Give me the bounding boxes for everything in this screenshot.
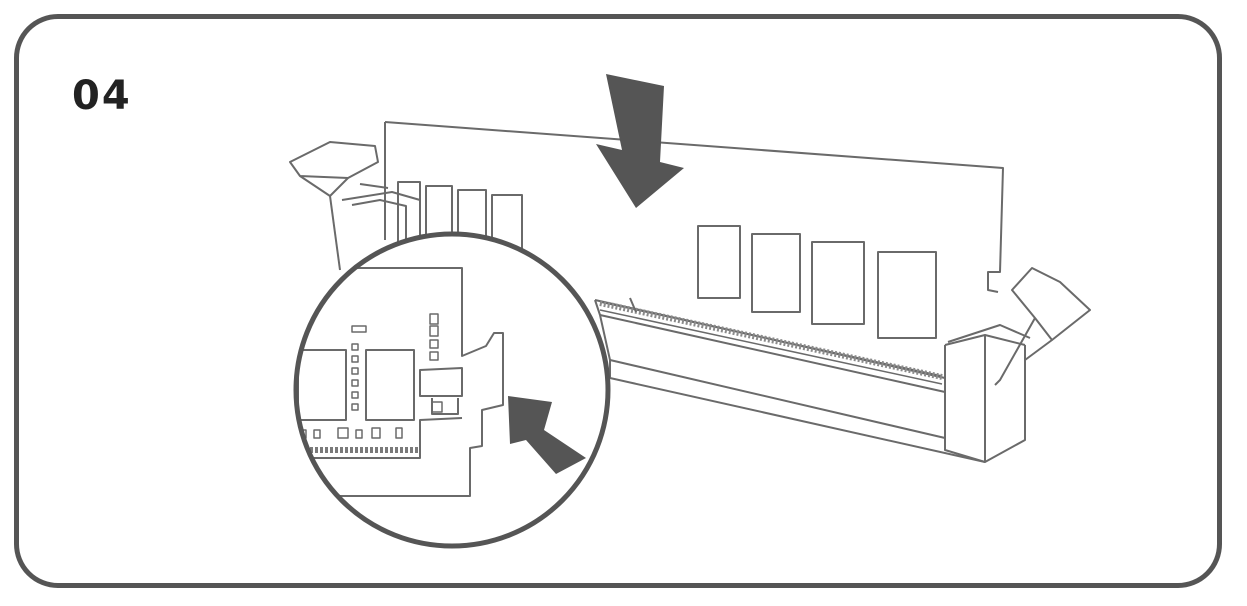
down-arrow-icon: [596, 74, 684, 208]
right-latch: [947, 267, 1091, 386]
memory-module: [384, 121, 1004, 339]
dimm-slot: [594, 297, 1026, 463]
step-number: 04: [72, 73, 132, 119]
magnifier-circle: [293, 231, 611, 549]
left-latch: [289, 141, 421, 271]
diagonal-arrow-icon: [508, 396, 586, 474]
